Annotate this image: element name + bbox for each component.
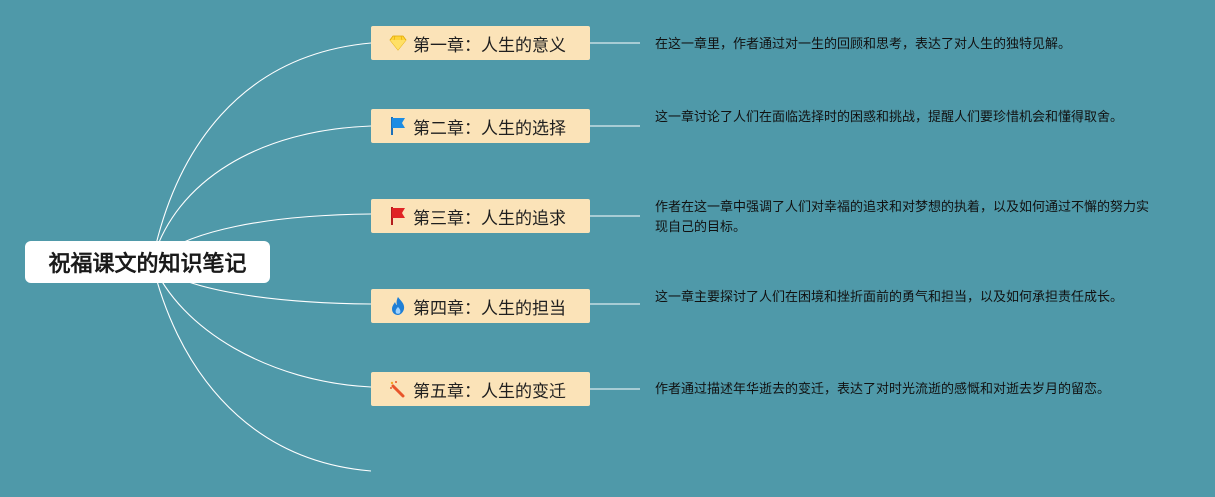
chapter-node-5[interactable]: 第五章：人生的变迁 xyxy=(371,372,590,406)
chapter-title-1: 第一章：人生的意义 xyxy=(413,35,566,56)
chapter-node-2[interactable]: 第二章：人生的选择 xyxy=(371,109,590,143)
chapter-description-3: 作者在这一章中强调了人们对幸福的追求和对梦想的执着，以及如何通过不懈的努力实现自… xyxy=(655,200,1150,235)
chapter-description-4: 这一章主要探讨了人们在困境和挫折面前的勇气和担当，以及如何承担责任成长。 xyxy=(655,290,1124,305)
central-topic-label: 祝福课文的知识笔记 xyxy=(48,252,247,277)
chapter-title-4: 第四章：人生的担当 xyxy=(413,298,566,319)
red-flag-icon xyxy=(387,205,409,227)
blue-flag-icon xyxy=(387,115,409,137)
branch-line-1 xyxy=(151,42,372,263)
chapter-title-5: 第五章：人生的变迁 xyxy=(413,381,566,402)
firecracker-icon xyxy=(387,378,409,400)
branch-line-6 xyxy=(151,261,372,472)
chapter-title-2: 第二章：人生的选择 xyxy=(413,118,566,139)
chapter-description-5: 作者通过描述年华逝去的变迁，表达了对时光流逝的感慨和对逝去岁月的留恋。 xyxy=(655,382,1111,397)
fire-icon xyxy=(387,295,409,317)
gem-icon xyxy=(387,32,409,54)
chapter-description-2: 这一章讨论了人们在面临选择时的困惑和挑战，提醒人们要珍惜机会和懂得取舍。 xyxy=(655,110,1124,125)
chapter-node-1[interactable]: 第一章：人生的意义 xyxy=(371,26,590,60)
central-topic[interactable]: 祝福课文的知识笔记 xyxy=(25,241,270,283)
branch-line-5 xyxy=(151,261,372,388)
chapter-node-4[interactable]: 第四章：人生的担当 xyxy=(371,289,590,323)
chapter-title-3: 第三章：人生的追求 xyxy=(413,208,566,229)
branch-line-2 xyxy=(151,125,372,263)
chapter-node-3[interactable]: 第三章：人生的追求 xyxy=(371,199,590,233)
chapter-description-1: 在这一章里，作者通过对一生的回顾和思考，表达了对人生的独特见解。 xyxy=(655,37,1072,52)
